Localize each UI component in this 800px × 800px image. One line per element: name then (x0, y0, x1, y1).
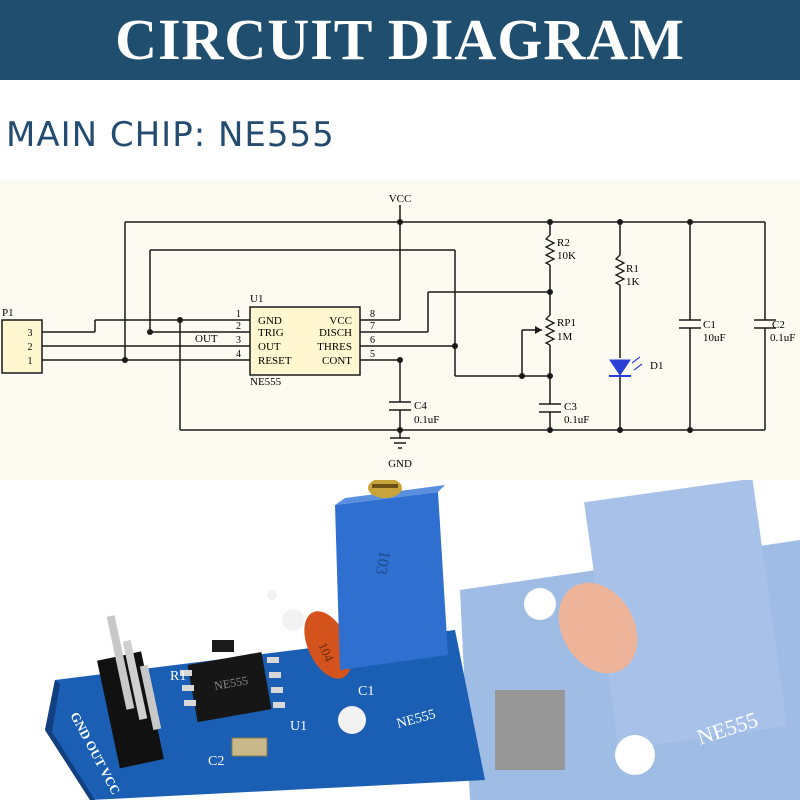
board-photo: NE555 GND OUT VCC NE555 104 103 (45, 480, 800, 800)
ic-chip (180, 652, 285, 723)
potentiometer-marking: 103 (372, 549, 393, 576)
potentiometer-rp1 (544, 314, 556, 346)
resistor-r2 (544, 234, 556, 266)
silkscreen-label: U1 (290, 719, 307, 734)
pcb-edge (45, 680, 95, 800)
connector-pin-label: 1 (28, 356, 33, 367)
title-banner: CIRCUIT DIAGRAM (0, 0, 800, 80)
d1-ref: D1 (650, 360, 663, 372)
resistor-r1 (614, 254, 626, 286)
led-d1 (609, 359, 631, 376)
c2-value: 0.1uF (770, 332, 795, 344)
capacitor-c1 (679, 319, 701, 329)
faded-board-background: NE555 (460, 480, 800, 800)
silkscreen-label: C1 (358, 684, 374, 699)
connector-pin-label: 3 (28, 328, 33, 339)
c1-value: 10uF (703, 332, 726, 344)
c4-value: 0.1uF (414, 414, 439, 426)
r2-value: 10K (557, 250, 576, 262)
out-net-label: OUT (195, 333, 218, 345)
chip-pin-name: CONT (322, 355, 352, 367)
chip-pin-number: 4 (236, 349, 241, 360)
smd-capacitor (231, 737, 268, 757)
c4-ref: C4 (414, 400, 427, 412)
chip-pin-number: 5 (370, 349, 375, 360)
screw-slot (372, 484, 398, 488)
chip-pin-name: RESET (258, 355, 292, 367)
potentiometer-wiper-arrow (535, 326, 542, 334)
c3-ref: C3 (564, 401, 577, 413)
chip-pin-name: OUT (258, 341, 281, 353)
silkscreen-label: R1 (170, 669, 186, 684)
chip-pin-number: 6 (370, 335, 375, 346)
chip-u1 (249, 306, 361, 376)
gnd-label: GND (388, 458, 412, 470)
capacitor-c2 (754, 319, 776, 329)
vcc-label: VCC (389, 193, 412, 205)
chip-pin-number: 2 (236, 321, 241, 332)
mounting-hole (267, 590, 277, 600)
r2-ref: R2 (557, 237, 570, 249)
chip-pin-name: GND (258, 315, 282, 327)
chip-pin-number: 3 (236, 335, 241, 346)
chip-pin-number: 1 (236, 309, 241, 320)
led-light-arrows (631, 356, 643, 371)
connector-p1 (1, 319, 43, 374)
mounting-hole (282, 609, 304, 631)
ic-marking: NE555 (213, 673, 249, 693)
rp1-value: 1M (557, 331, 573, 343)
circuit-schematic: VCC GND P1 3 2 1 U1 NE555 GND TRIG OUT R… (1, 193, 795, 470)
chip-pin-number: 7 (370, 321, 375, 332)
c1-ref: C1 (703, 319, 716, 331)
chip-part-label: NE555 (250, 376, 282, 388)
schematic-wires (42, 205, 766, 438)
chip-pin-name: DISCH (319, 327, 352, 339)
junction-dots (122, 219, 693, 433)
silkscreen-label: C2 (208, 754, 224, 769)
r1-ref: R1 (626, 263, 639, 275)
capacitor-c3 (539, 403, 561, 413)
header-pins (97, 615, 164, 769)
chip-pin-name: TRIG (258, 327, 284, 339)
capacitor-c4 (389, 401, 411, 411)
potentiometer-body (335, 492, 448, 670)
main-chip-subtitle: MAIN CHIP: NE555 (6, 115, 335, 155)
chip-pin-name: VCC (329, 315, 352, 327)
rp1-ref: RP1 (557, 317, 576, 329)
connector-pin-label: 2 (28, 342, 33, 353)
c3-value: 0.1uF (564, 414, 589, 426)
page-title: CIRCUIT DIAGRAM (115, 7, 685, 72)
ground-symbol (390, 437, 410, 449)
r1-value: 1K (626, 276, 640, 288)
chip-pin-number: 8 (370, 309, 375, 320)
chip-pin-name: THRES (317, 341, 352, 353)
mounting-hole (338, 706, 366, 734)
connector-ref: P1 (2, 307, 14, 319)
c2-ref: C2 (772, 319, 785, 331)
chip-ref: U1 (250, 293, 263, 305)
smd-resistor (212, 640, 234, 652)
